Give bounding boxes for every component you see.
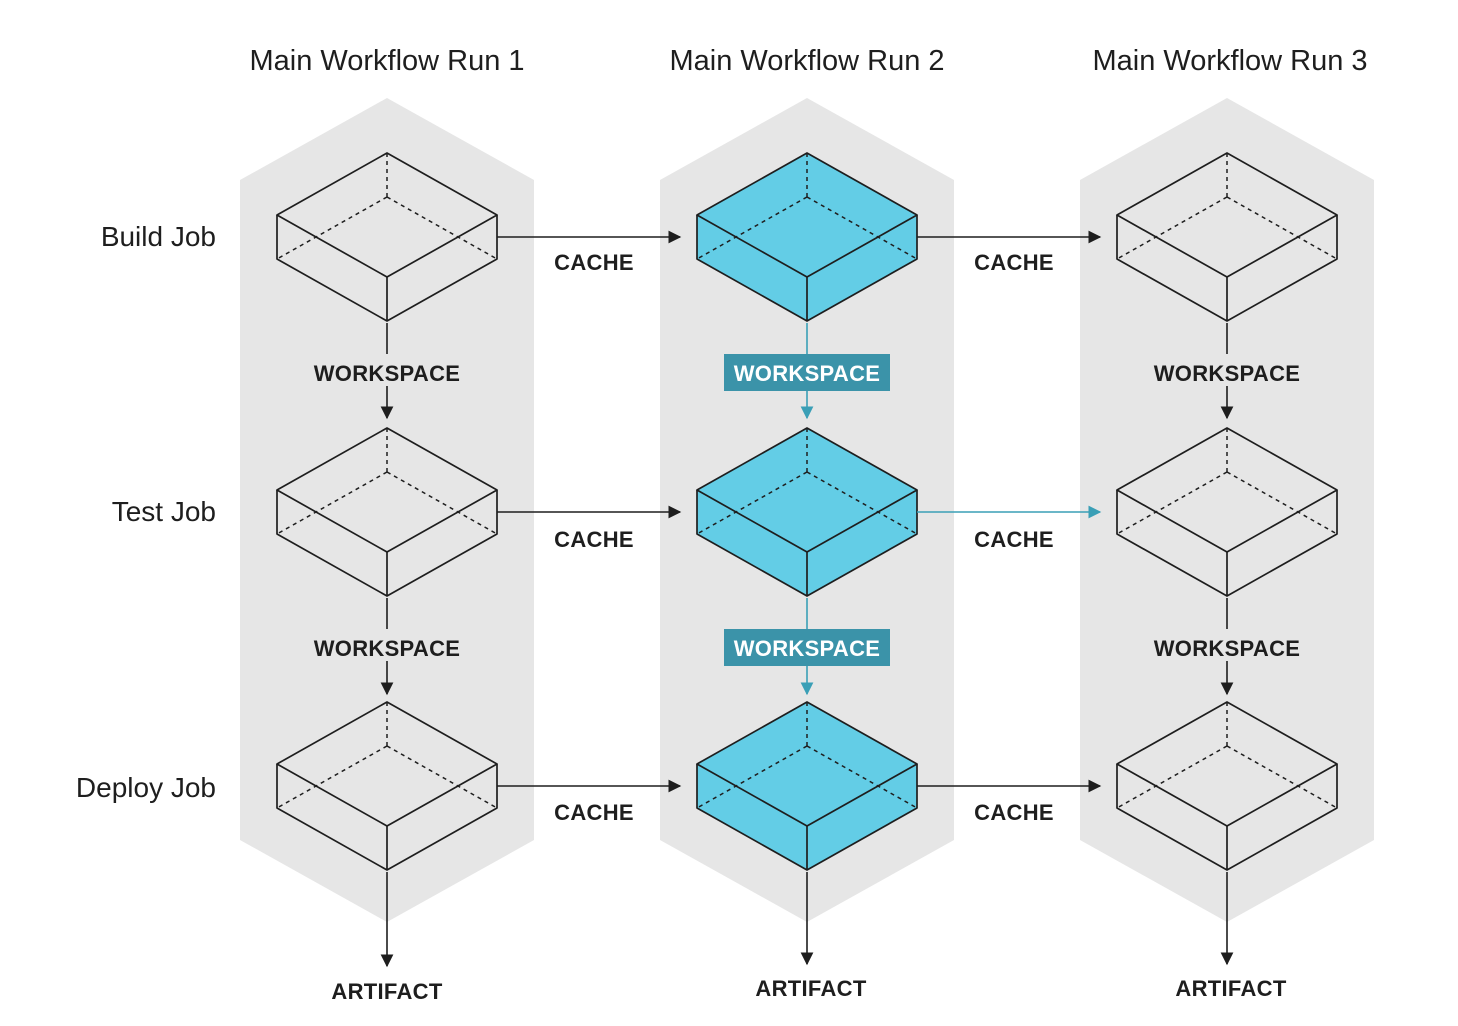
- job-box-deploy-run-3: [1116, 701, 1338, 871]
- artifact-label-run-3: ARTIFACT: [1175, 976, 1286, 1001]
- run-title-1: Main Workflow Run 1: [249, 45, 524, 77]
- workspace-label-run2-build-test: WORKSPACE: [734, 361, 881, 386]
- job-box-build-run-3: [1116, 152, 1338, 322]
- lane-run-1: [240, 98, 534, 922]
- run-title-3: Main Workflow Run 3: [1092, 45, 1367, 77]
- workspace-label-run1-test-deploy: WORKSPACE: [314, 636, 461, 661]
- job-label-deploy: Deploy Job: [76, 772, 216, 803]
- workspace-badge-run2-test-deploy: [724, 629, 890, 666]
- job-boxes: [276, 152, 1338, 871]
- cache-label-test-2-3: CACHE: [974, 527, 1054, 552]
- job-label-build: Build Job: [101, 221, 216, 252]
- job-box-deploy-run-1: [276, 701, 498, 871]
- cache-label-build-1-2: CACHE: [554, 250, 634, 275]
- job-box-build-run-1: [276, 152, 498, 322]
- workspace-label-run3-test-deploy: WORKSPACE: [1154, 636, 1301, 661]
- workspace-label-run3-build-test: WORKSPACE: [1154, 361, 1301, 386]
- job-box-deploy-run-2: [696, 701, 918, 871]
- lane-run-3: [1080, 98, 1374, 922]
- workspace-label-run2-test-deploy: WORKSPACE: [734, 636, 881, 661]
- artifact-label-run-2: ARTIFACT: [755, 976, 866, 1001]
- workspace-badge-run2-build-test: [724, 354, 890, 391]
- cache-label-build-2-3: CACHE: [974, 250, 1054, 275]
- cache-label-deploy-1-2: CACHE: [554, 800, 634, 825]
- job-box-test-run-3: [1116, 427, 1338, 597]
- cache-label-test-1-2: CACHE: [554, 527, 634, 552]
- job-box-test-run-2: [696, 427, 918, 597]
- job-box-test-run-1: [276, 427, 498, 597]
- job-label-test: Test Job: [112, 496, 216, 527]
- cache-arrows: [497, 230, 1102, 793]
- job-box-build-run-2: [696, 152, 918, 322]
- run-title-2: Main Workflow Run 2: [669, 45, 944, 77]
- cache-label-deploy-2-3: CACHE: [974, 800, 1054, 825]
- workspace-label-run1-build-test: WORKSPACE: [314, 361, 461, 386]
- artifact-label-run-1: ARTIFACT: [331, 979, 442, 1004]
